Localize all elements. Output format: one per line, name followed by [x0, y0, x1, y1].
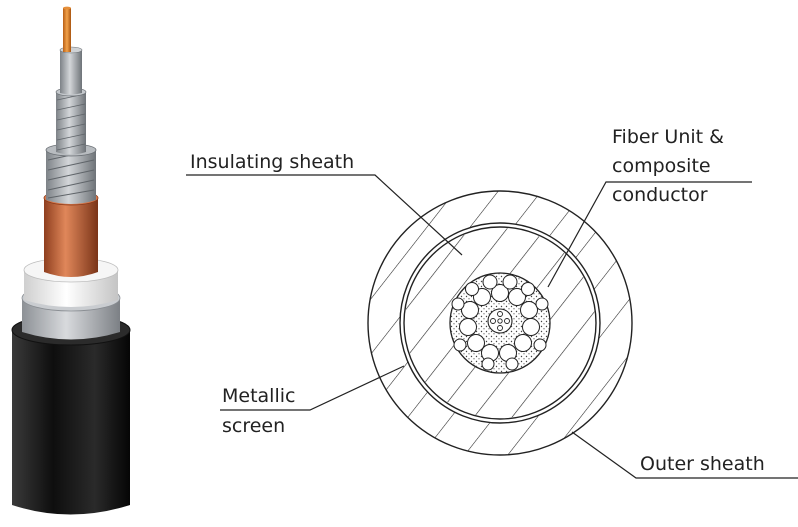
optical-fibers — [63, 8, 71, 52]
fiber-unit-label-line3: conductor — [612, 184, 708, 206]
outer-jacket-layer — [12, 330, 130, 515]
metallic-screen-label-line2: screen — [222, 415, 285, 437]
insulating-sheath-label: Insulating sheath — [190, 151, 354, 173]
fiber-unit-label-line1: Fiber Unit & — [612, 126, 724, 148]
metallic-screen-leader — [220, 365, 405, 411]
cable-3d-illustration — [11, 6, 131, 515]
fiber-unit-leader — [547, 181, 752, 288]
fiber-unit-label-line2: composite — [612, 155, 711, 177]
outer-sheath-leader — [571, 431, 798, 479]
insulating-sheath-leader — [186, 174, 463, 256]
cable-cross-section — [367, 190, 633, 456]
fiber-unit-tube — [60, 50, 82, 95]
stranded-conductor-outer — [46, 150, 96, 204]
labels: Insulating sheath Fiber Unit & composite… — [190, 126, 765, 475]
metallic-screen-inner-edge — [403, 226, 597, 420]
strand-lines-inner — [56, 93, 86, 151]
copper-layer — [44, 198, 98, 277]
optical-fiber-end — [63, 6, 71, 10]
leader-lines — [186, 174, 798, 479]
fiber-unit-fibers — [490, 311, 510, 331]
conductor-strands — [451, 274, 549, 371]
outer-sheath-label: Outer sheath — [640, 453, 765, 475]
metallic-screen-label-line1: Metallic — [222, 385, 295, 407]
